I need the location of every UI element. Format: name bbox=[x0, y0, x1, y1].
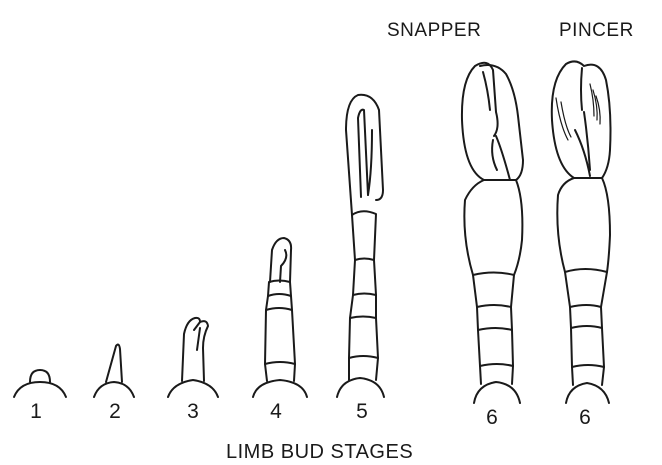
stage-label-5: 5 bbox=[347, 401, 377, 422]
stage-3-bud bbox=[168, 318, 218, 397]
stage-5-limb bbox=[337, 95, 384, 397]
stage-label-6-snapper: 6 bbox=[477, 407, 507, 428]
stage-label-3: 3 bbox=[178, 401, 208, 422]
figure-caption: LIMB BUD STAGES bbox=[226, 442, 413, 462]
stage-6-snapper-claw bbox=[462, 63, 523, 403]
stage-4-limb bbox=[253, 238, 307, 397]
stage-label-6-pincer: 6 bbox=[570, 407, 600, 428]
pincer-label: PINCER bbox=[559, 21, 634, 40]
stage-label-1: 1 bbox=[21, 401, 51, 422]
stage-1-bud bbox=[14, 370, 66, 397]
snapper-label: SNAPPER bbox=[387, 21, 481, 40]
stage-2-bud bbox=[94, 345, 134, 397]
stage-6-pincer-claw bbox=[552, 61, 611, 403]
stage-label-4: 4 bbox=[261, 401, 291, 422]
stage-label-2: 2 bbox=[100, 401, 130, 422]
